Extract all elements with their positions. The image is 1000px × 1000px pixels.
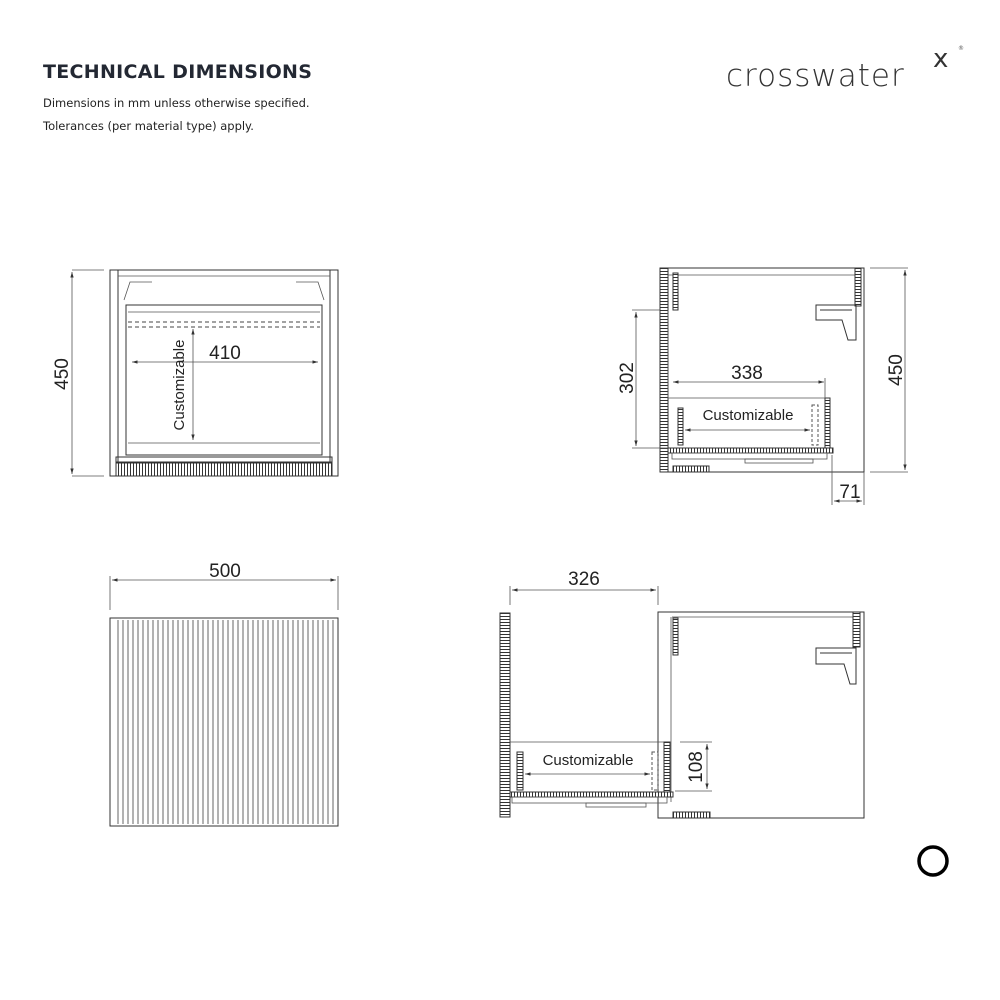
door-flutes <box>117 620 334 824</box>
front-view: 450 410 Customizable <box>52 269 339 477</box>
brand-logo: crosswater <box>726 58 905 94</box>
page-title: TECHNICAL DIMENSIONS <box>43 61 313 83</box>
dim-302: 302 <box>617 362 638 394</box>
dim-326: 326 <box>568 569 600 590</box>
tolerance-note: Tolerances (per material type) apply. <box>43 119 254 133</box>
label-customizable: Customizable <box>703 407 794 424</box>
side-view-closed: 302 338 Customizable 450 71 <box>617 267 908 505</box>
dim-side-height: 450 <box>886 354 907 386</box>
label-customizable: Customizable <box>543 752 634 769</box>
dim-front-height: 450 <box>52 358 73 390</box>
units-note: Dimensions in mm unless otherwise specif… <box>43 96 310 110</box>
hinge-icon <box>815 647 857 685</box>
dim-338: 338 <box>731 363 763 384</box>
door-view: 500 <box>109 561 339 827</box>
label-customizable: Customizable <box>171 340 188 431</box>
side-view-open: 326 Customizable 108 <box>499 569 865 819</box>
dim-108: 108 <box>686 751 707 783</box>
hinge-icon <box>815 304 857 341</box>
brand-logo-mark: x <box>933 44 949 74</box>
circle-icon <box>917 845 949 877</box>
dim-door-width: 500 <box>209 561 241 582</box>
dim-71: 71 <box>839 482 860 503</box>
registered-mark: ® <box>958 45 964 52</box>
dim-inner-width: 410 <box>209 343 241 364</box>
